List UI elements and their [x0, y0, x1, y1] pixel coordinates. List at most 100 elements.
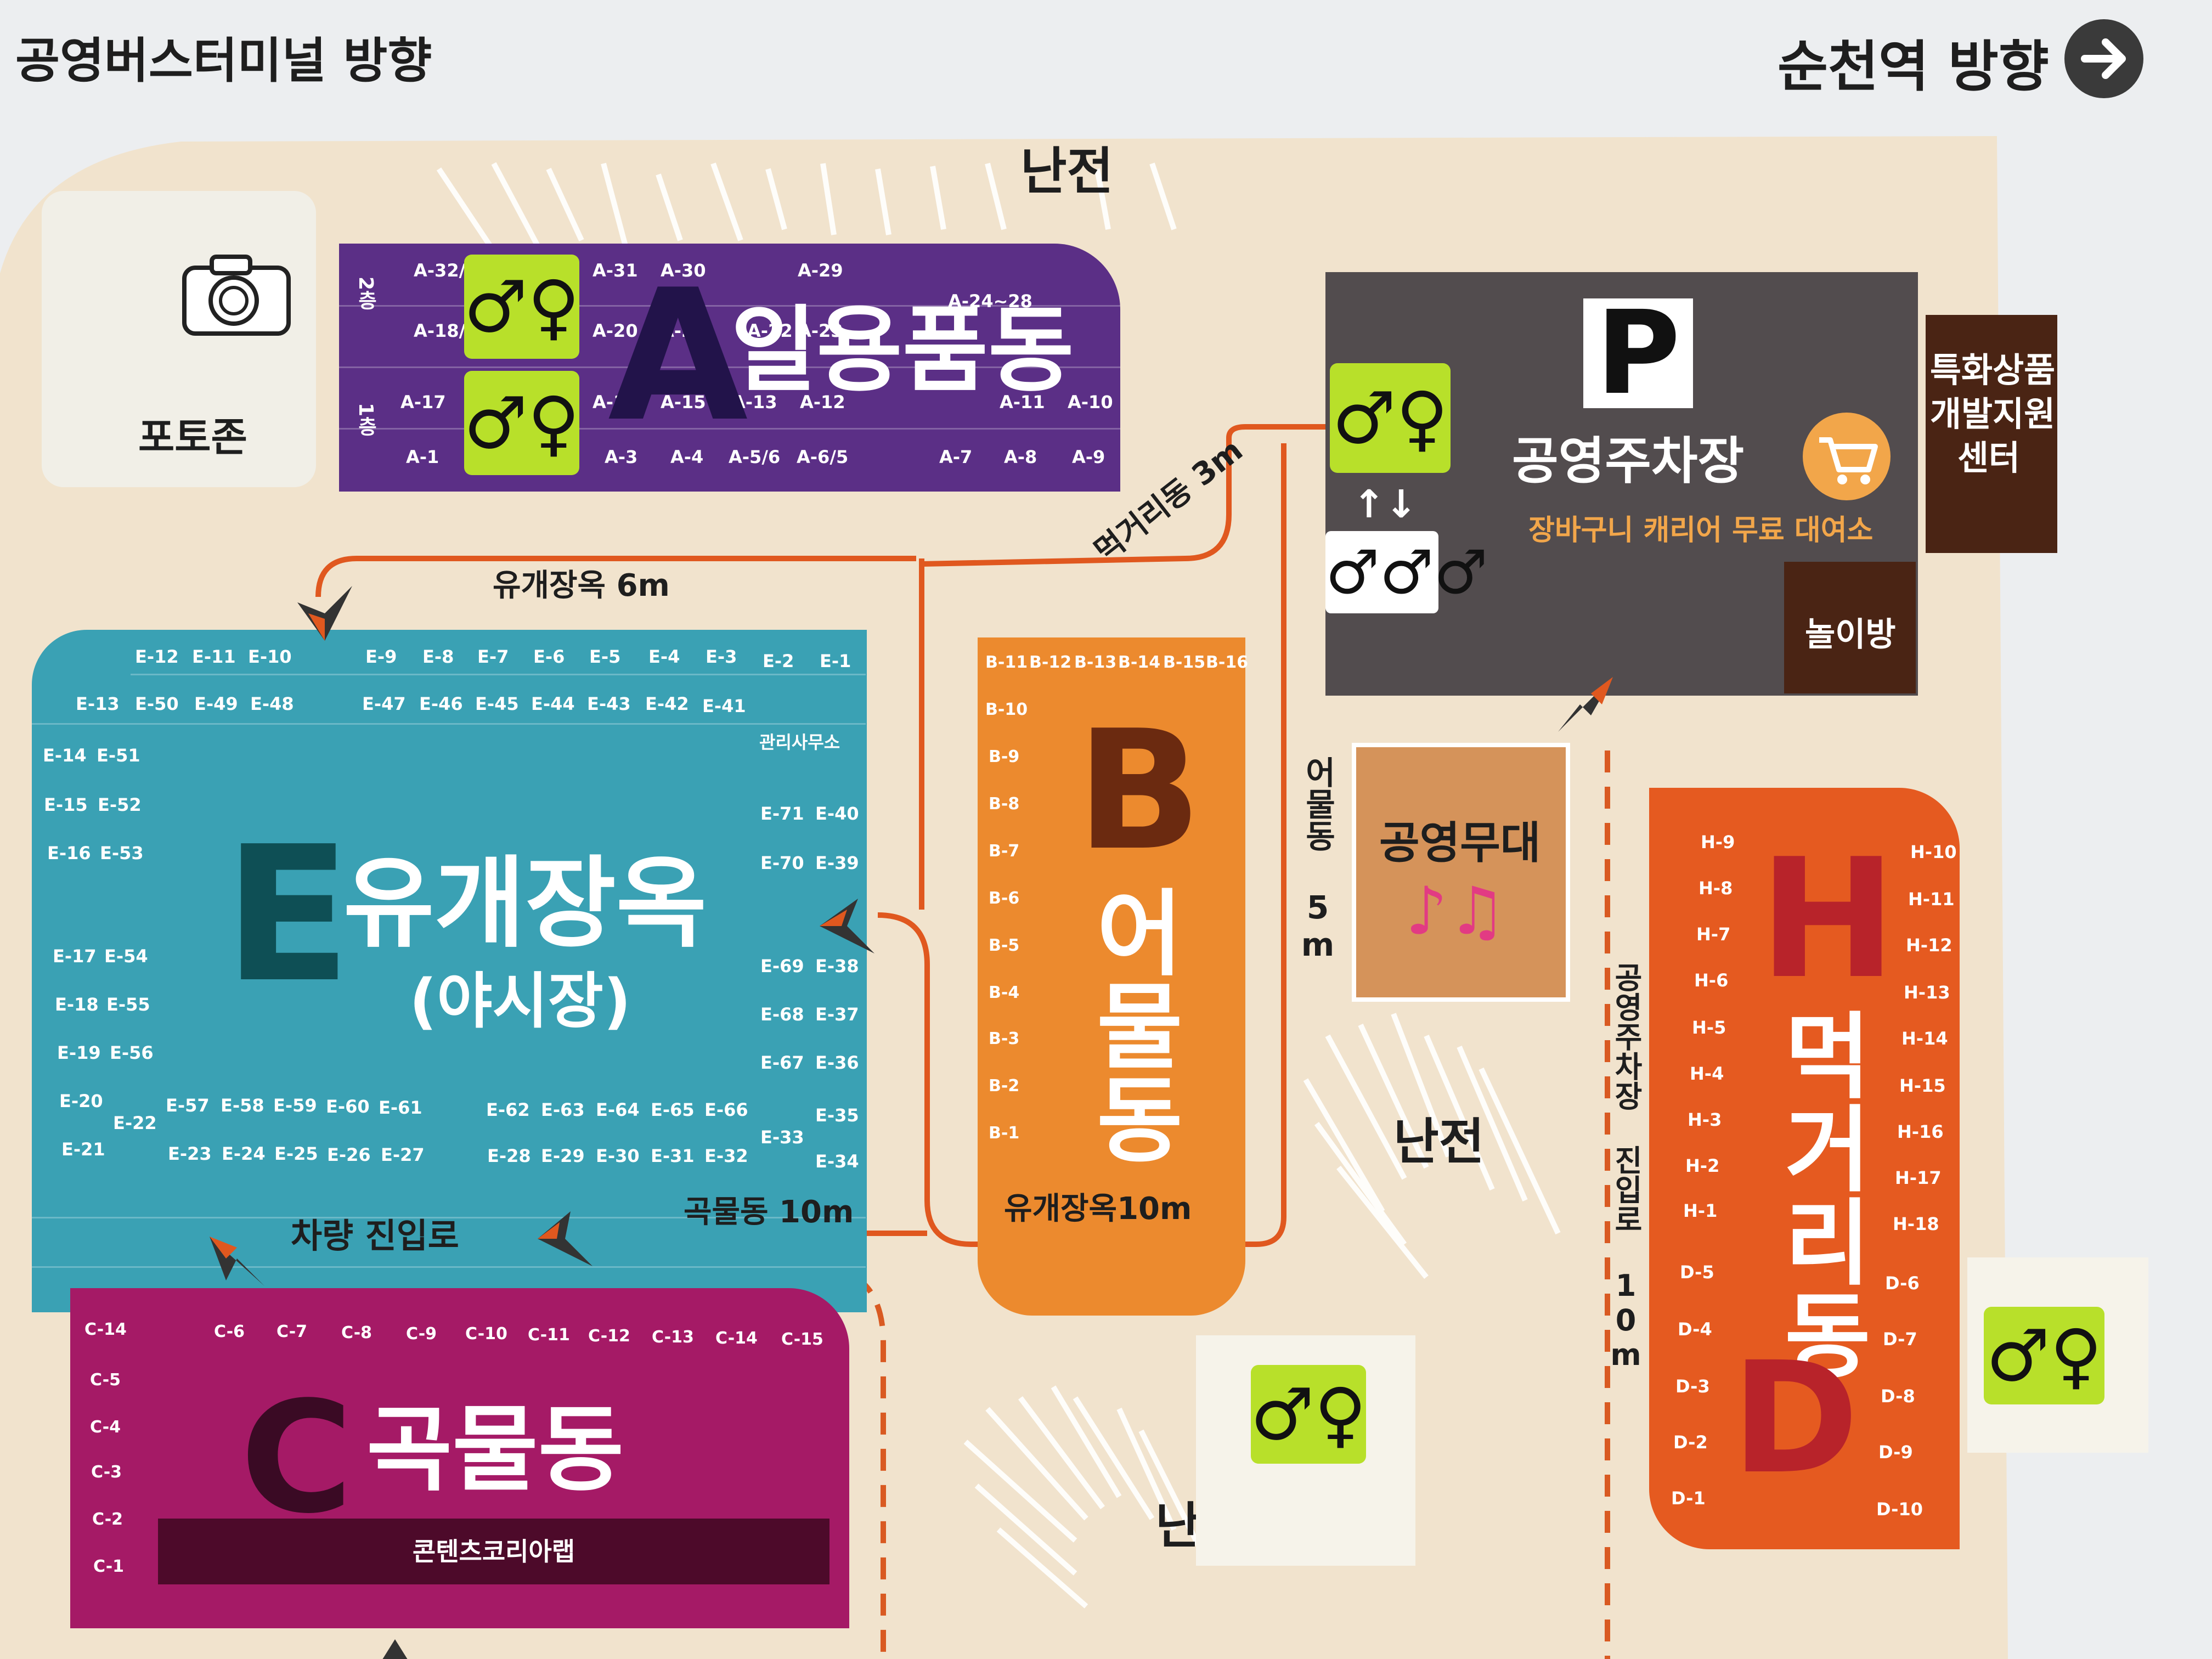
stall[interactable]: E-15: [44, 794, 88, 815]
stall[interactable]: E-8: [422, 646, 454, 667]
stall[interactable]: H-6: [1694, 970, 1729, 991]
stall[interactable]: A-11: [1000, 392, 1045, 413]
stall[interactable]: E-53: [100, 843, 144, 864]
stall[interactable]: E-40: [815, 803, 859, 824]
stall[interactable]: E-69: [760, 956, 804, 977]
stall[interactable]: A-10: [1068, 392, 1113, 413]
stall[interactable]: B-9: [989, 747, 1020, 766]
stall[interactable]: H-16: [1897, 1121, 1944, 1142]
stall[interactable]: C-12: [588, 1327, 630, 1346]
stall[interactable]: E-9: [365, 646, 397, 667]
stall[interactable]: H-14: [1901, 1028, 1948, 1049]
stall[interactable]: E-26: [327, 1144, 371, 1165]
stall[interactable]: D-10: [1876, 1499, 1923, 1520]
stall[interactable]: D-1: [1671, 1488, 1706, 1509]
stall[interactable]: D-7: [1883, 1329, 1917, 1350]
stall[interactable]: C-14: [84, 1320, 127, 1339]
stall[interactable]: A-22: [747, 320, 793, 341]
stall[interactable]: C-3: [91, 1463, 122, 1482]
stall[interactable]: E-32: [704, 1146, 748, 1166]
stall[interactable]: E-14: [43, 745, 87, 766]
stall[interactable]: C-14: [715, 1329, 758, 1348]
stall[interactable]: E-63: [541, 1099, 585, 1120]
stall[interactable]: E-1: [820, 651, 851, 672]
stall[interactable]: C-4: [90, 1418, 121, 1437]
stall[interactable]: B-13: [1074, 653, 1117, 672]
stall[interactable]: E-10: [248, 646, 292, 667]
stall[interactable]: H-3: [1688, 1109, 1722, 1130]
stall[interactable]: E-36: [815, 1052, 859, 1073]
stall[interactable]: B-2: [989, 1076, 1020, 1096]
stall[interactable]: E-64: [596, 1099, 640, 1120]
stall[interactable]: E-43: [587, 693, 631, 714]
stall[interactable]: H-11: [1908, 889, 1955, 910]
special-products-center[interactable]: 특화상품 개발지원 센터: [1926, 315, 2057, 553]
stall[interactable]: B-4: [989, 983, 1020, 1002]
stall[interactable]: D-8: [1881, 1386, 1915, 1407]
stall[interactable]: E-47: [362, 693, 406, 714]
stall[interactable]: B-8: [989, 794, 1020, 814]
stall[interactable]: A-4: [670, 447, 704, 467]
stall[interactable]: A-8: [1004, 447, 1037, 467]
stall[interactable]: E-56: [110, 1042, 154, 1063]
stall[interactable]: D-3: [1675, 1376, 1710, 1397]
stall[interactable]: C-11: [528, 1325, 570, 1345]
stall[interactable]: B-10: [985, 700, 1028, 719]
stall[interactable]: H-10: [1910, 842, 1957, 862]
stall[interactable]: E-42: [645, 693, 689, 714]
stall[interactable]: B-6: [989, 889, 1020, 908]
stall[interactable]: C-15: [781, 1330, 823, 1349]
stall[interactable]: E-62: [486, 1099, 530, 1120]
stall[interactable]: B-16: [1206, 653, 1249, 672]
stall[interactable]: E-51: [97, 745, 140, 766]
stall[interactable]: B-7: [989, 842, 1020, 861]
zone-a-daily-goods[interactable]: 2층 1층 A-32/33 A-31 A-30 A-29 A-18/19 A-2…: [339, 244, 1120, 492]
stall[interactable]: D-5: [1680, 1262, 1714, 1283]
stall[interactable]: A-3: [605, 447, 638, 467]
stall[interactable]: E-46: [419, 693, 463, 714]
stall[interactable]: D-4: [1678, 1319, 1712, 1340]
stall[interactable]: E-44: [531, 693, 575, 714]
stall[interactable]: E-18: [55, 994, 99, 1015]
stall[interactable]: A-5/6: [729, 447, 781, 467]
stall[interactable]: E-19: [57, 1042, 101, 1063]
stall[interactable]: A-13: [732, 392, 777, 413]
stall[interactable]: E-25: [274, 1143, 318, 1164]
stall[interactable]: E-67: [760, 1052, 804, 1073]
stall[interactable]: E-17: [53, 946, 97, 967]
stall[interactable]: E-57: [166, 1095, 210, 1116]
stall[interactable]: E-4: [648, 646, 680, 667]
zone-c-grain-market[interactable]: C-14 C-6 C-7 C-8 C-9 C-10 C-11 C-12 C-13…: [70, 1288, 849, 1628]
stall[interactable]: E-11: [192, 646, 236, 667]
stall[interactable]: E-65: [651, 1099, 695, 1120]
stall[interactable]: C-1: [93, 1557, 125, 1576]
stall[interactable]: E-23: [168, 1143, 212, 1164]
stall[interactable]: E-6: [533, 646, 565, 667]
stall[interactable]: A-31: [592, 260, 638, 281]
stall[interactable]: H-18: [1893, 1214, 1939, 1234]
stall[interactable]: H-2: [1685, 1155, 1720, 1176]
stall[interactable]: E-50: [135, 693, 179, 714]
stall[interactable]: E-21: [61, 1139, 105, 1160]
stall[interactable]: A-30: [661, 260, 706, 281]
stall[interactable]: C-9: [406, 1324, 437, 1344]
stall[interactable]: A-16: [592, 392, 638, 413]
stall[interactable]: E-28: [487, 1146, 531, 1166]
stall[interactable]: A-15: [661, 392, 706, 413]
stall[interactable]: E-39: [815, 853, 859, 873]
stall[interactable]: C-13: [652, 1328, 694, 1347]
stall[interactable]: E-24: [222, 1143, 266, 1164]
stall[interactable]: E-2: [763, 651, 794, 672]
stall[interactable]: E-13: [76, 693, 120, 714]
stall[interactable]: A-24~28: [948, 291, 1032, 312]
stall[interactable]: C-5: [90, 1370, 121, 1390]
stall[interactable]: C-6: [214, 1322, 245, 1341]
stall[interactable]: E-48: [250, 693, 294, 714]
stall[interactable]: E-52: [98, 794, 142, 815]
stall[interactable]: A-6/5: [797, 447, 849, 467]
stall[interactable]: B-15: [1163, 653, 1206, 672]
stall[interactable]: A-29: [798, 260, 843, 281]
stall[interactable]: E-71: [760, 803, 804, 824]
stall[interactable]: C-8: [341, 1323, 373, 1342]
stall[interactable]: E-45: [475, 693, 519, 714]
